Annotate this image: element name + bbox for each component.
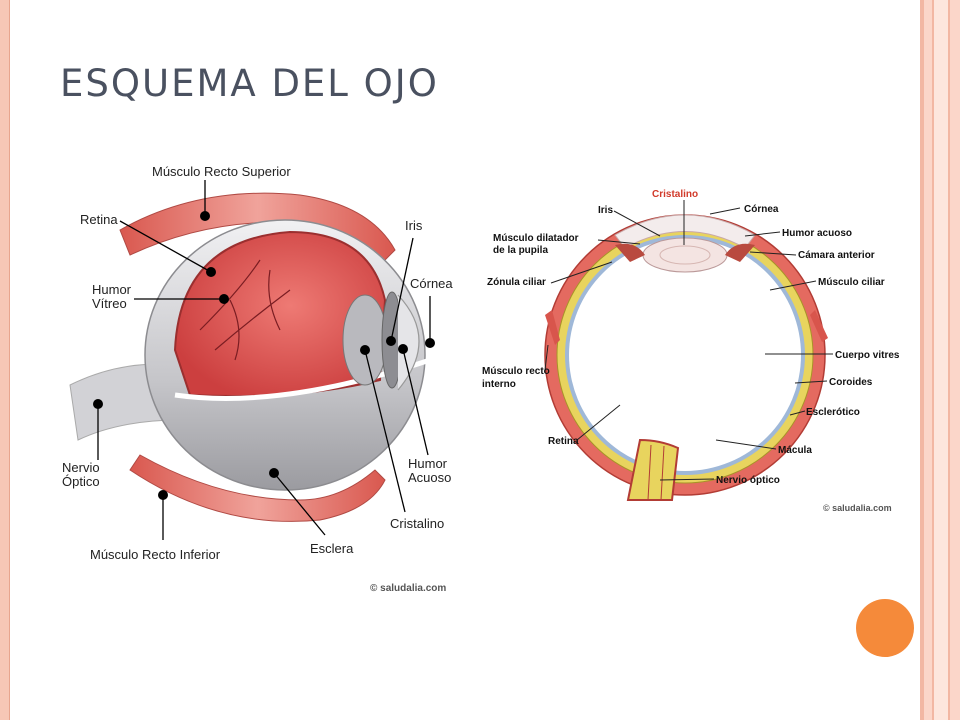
superior-muscle-shape [119, 192, 396, 266]
label-r-musculo-recto-line1: Músculo recto [482, 366, 550, 377]
label-r-retina: Retina [548, 436, 579, 447]
slide-frame-left-line [9, 0, 10, 720]
label-r-cuerpo-vitres: Cuerpo vitres [835, 350, 900, 361]
label-r-coroides: Coroides [829, 377, 873, 388]
label-humor-acuoso-line1: Humor [408, 456, 448, 471]
label-r-iris: Iris [598, 205, 613, 216]
retina-veins [199, 259, 291, 361]
label-r-esclerotico: Esclerótico [806, 407, 860, 418]
label-nervio-optico-line2: Óptico [62, 474, 100, 489]
label-r-humor-acuoso: Humor acuoso [782, 228, 852, 239]
label-humor-vitreo-line1: Humor [92, 282, 132, 297]
label-r-macula: Mácula [778, 445, 812, 456]
inferior-muscle-shape [129, 454, 386, 522]
label-r-dilatador-line1: Músculo dilatador [493, 233, 579, 244]
label-r-zonula-ciliar: Zónula ciliar [487, 277, 546, 288]
optic-nerve-section [626, 438, 680, 501]
label-musculo-recto-inferior: Músculo Recto Inferior [90, 547, 221, 562]
label-r-musculo-recto-line2: interno [482, 379, 516, 390]
label-humor-acuoso-line2: Acuoso [408, 470, 451, 485]
label-cristalino: Cristalino [390, 516, 444, 531]
right-copyright: © saludalia.com [823, 503, 892, 513]
label-r-cristalino: Cristalino [652, 189, 698, 200]
slide-frame-right [918, 0, 960, 720]
label-nervio-optico-line1: Nervio [62, 460, 100, 475]
label-iris: Iris [405, 218, 423, 233]
label-r-nervio-optico: Nervio óptico [716, 475, 780, 486]
label-r-camara-anterior: Cámara anterior [798, 250, 875, 261]
label-humor-vitreo-line2: Vítreo [92, 296, 127, 311]
left-copyright: © saludalia.com [370, 583, 446, 594]
accent-circle [856, 599, 914, 657]
right-eye-cross-section [544, 200, 833, 501]
label-r-cornea: Córnea [744, 204, 779, 215]
label-musculo-recto-superior: Músculo Recto Superior [152, 164, 291, 179]
left-eye-illustration [69, 180, 435, 540]
vitreous-body [569, 239, 801, 471]
slide-frame-left [0, 0, 9, 720]
label-cornea: Córnea [410, 276, 453, 291]
cornea-cap [614, 214, 756, 249]
slide-title: ESQUEMA DEL OJO [60, 62, 439, 105]
lens-shape [342, 294, 388, 386]
label-r-dilatador-line2: de la pupila [493, 245, 548, 256]
label-r-musculo-ciliar: Músculo ciliar [818, 277, 885, 288]
label-retina: Retina [80, 212, 118, 227]
cornea-shape [397, 294, 420, 391]
label-esclera: Esclera [310, 541, 354, 556]
lens-ellipse [642, 237, 728, 273]
